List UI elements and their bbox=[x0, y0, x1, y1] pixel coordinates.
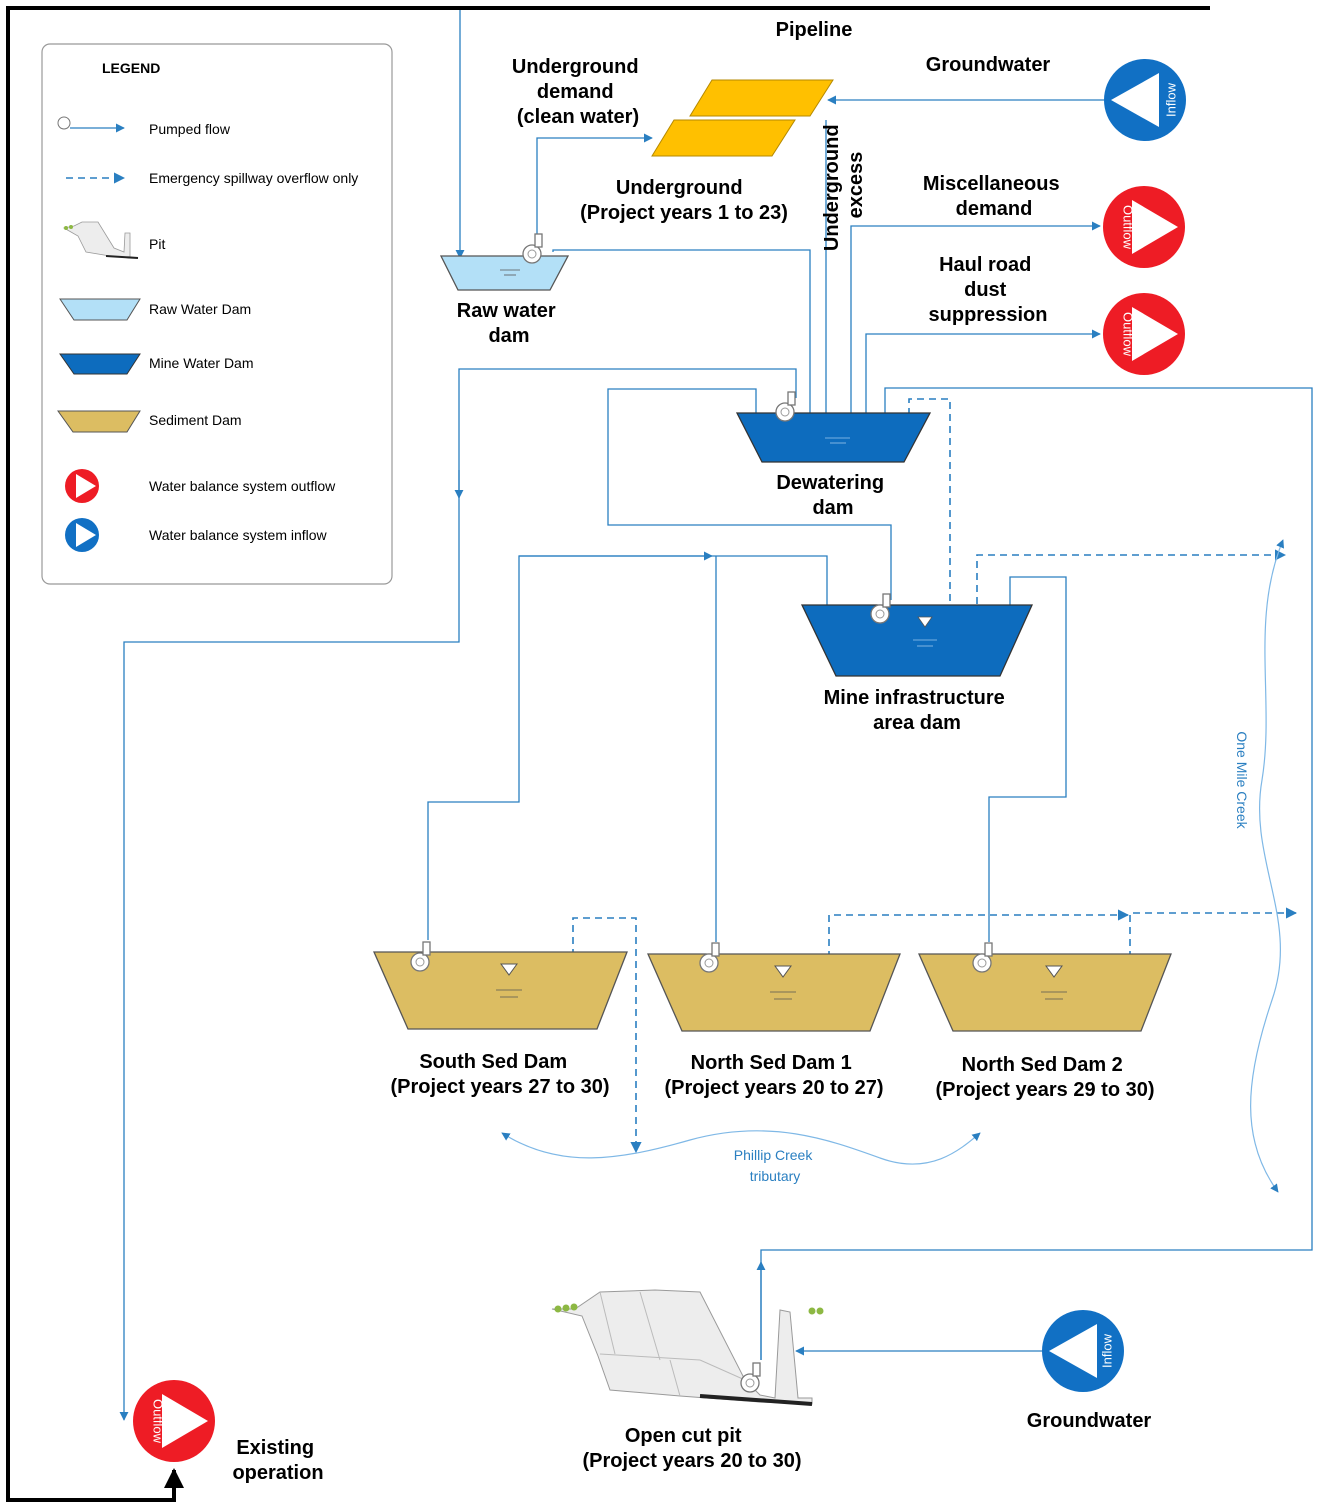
legend-pumped-flow-label: Pumped flow bbox=[149, 121, 231, 137]
north-sed2-to-mia-line bbox=[988, 576, 1067, 942]
pumped-flow-lines bbox=[119, 10, 1313, 1421]
groundwater-inflow-bottom: Inflow bbox=[1042, 1310, 1124, 1392]
dewatering-dam-label: Dewatering dam bbox=[776, 472, 889, 519]
spillway-lines bbox=[572, 398, 1298, 1154]
legend-raw-water-dam-icon bbox=[59, 298, 141, 321]
open-cut-pit bbox=[551, 1289, 824, 1406]
mia-dam bbox=[800, 593, 1034, 677]
haul-road-label: Haul road dust suppression bbox=[929, 254, 1048, 326]
legend-pit-icon bbox=[62, 221, 139, 259]
underground bbox=[651, 79, 834, 157]
boundary-line bbox=[6, 6, 1210, 1502]
legend-inflow-label: Water balance system inflow bbox=[149, 527, 328, 543]
north-sed-dam-1-label: North Sed Dam 1 (Project years 20 to 27) bbox=[665, 1052, 884, 1099]
legend: LEGEND Pumped flow Emergency spillway ov… bbox=[41, 43, 393, 585]
outflow-label: Outflow bbox=[1121, 312, 1136, 357]
pipeline-label: Pipeline bbox=[776, 19, 853, 41]
legend-mine-water-dam-icon bbox=[59, 353, 141, 375]
raw-water-dam bbox=[439, 233, 570, 291]
raw-water-dam-label: Raw water dam bbox=[457, 300, 562, 347]
raw-to-underground-line bbox=[536, 133, 653, 238]
underground-label: Underground (Project years 1 to 23) bbox=[580, 177, 788, 224]
north-sed-dam-1 bbox=[647, 942, 901, 1032]
raw-to-dewatering-line bbox=[552, 249, 815, 426]
legend-outflow-icon bbox=[65, 469, 99, 503]
outflow-label: Outflow bbox=[1121, 205, 1136, 250]
dewatering-to-existing-line bbox=[119, 368, 797, 1421]
legend-outflow-label: Water balance system outflow bbox=[149, 478, 336, 494]
existing-operation-outflow: Outflow bbox=[133, 1380, 215, 1462]
existing-operation-label: Existing operation bbox=[232, 1437, 323, 1484]
legend-inflow-icon bbox=[65, 518, 99, 552]
legend-pumped-flow-icon bbox=[57, 116, 125, 133]
misc-demand-label: Miscellaneous demand bbox=[923, 173, 1065, 220]
legend-spillway-label: Emergency spillway overflow only bbox=[149, 170, 358, 186]
mia-to-dewatering-line bbox=[607, 388, 892, 600]
open-cut-pit-label: Open cut pit (Project years 20 to 30) bbox=[583, 1425, 802, 1472]
north-sed-dam-2 bbox=[918, 942, 1172, 1032]
legend-mine-water-dam-label: Mine Water Dam bbox=[149, 355, 254, 371]
legend-sediment-dam-label: Sediment Dam bbox=[149, 412, 242, 428]
phillip-creek-line bbox=[501, 1130, 981, 1165]
south-sed-to-mia-line bbox=[427, 555, 832, 940]
underground-excess-label: Underground excess bbox=[821, 119, 867, 251]
inflow-label: Inflow bbox=[1163, 82, 1178, 117]
haul-road-outflow: Outflow bbox=[1103, 293, 1185, 375]
misc-demand-outflow: Outflow bbox=[1103, 186, 1185, 268]
north-sed-dam-2-label: North Sed Dam 2 (Project years 29 to 30) bbox=[936, 1054, 1155, 1101]
to-haul-road-line bbox=[865, 329, 1101, 430]
legend-pit-label: Pit bbox=[149, 236, 165, 252]
groundwater-inflow-top: Inflow bbox=[1104, 59, 1186, 141]
underground-demand-label: Underground demand (clean water) bbox=[512, 56, 644, 128]
south-sed-dam-label: South Sed Dam (Project years 27 to 30) bbox=[391, 1051, 610, 1098]
inflow-label: Inflow bbox=[1099, 1333, 1114, 1368]
to-misc-demand-line bbox=[850, 221, 1101, 430]
groundwater-bottom-label: Groundwater bbox=[1027, 1410, 1152, 1432]
legend-raw-water-dam-label: Raw Water Dam bbox=[149, 301, 251, 317]
groundwater-top-label: Groundwater bbox=[926, 54, 1051, 76]
legend-title: LEGEND bbox=[102, 60, 160, 76]
one-mile-creek-line bbox=[1250, 539, 1285, 1193]
outflow-label: Outflow bbox=[151, 1399, 166, 1444]
dewatering-dam bbox=[735, 391, 932, 463]
mia-dam-label: Mine infrastructure area dam bbox=[824, 687, 1011, 734]
legend-sediment-dam-icon bbox=[57, 410, 141, 433]
phillip-creek-label: Phillip Creek tributary bbox=[734, 1147, 816, 1184]
pit-to-dewatering-line bbox=[760, 387, 1313, 1360]
one-mile-creek-label: One Mile Creek bbox=[1234, 731, 1250, 829]
south-sed-dam bbox=[373, 941, 628, 1030]
